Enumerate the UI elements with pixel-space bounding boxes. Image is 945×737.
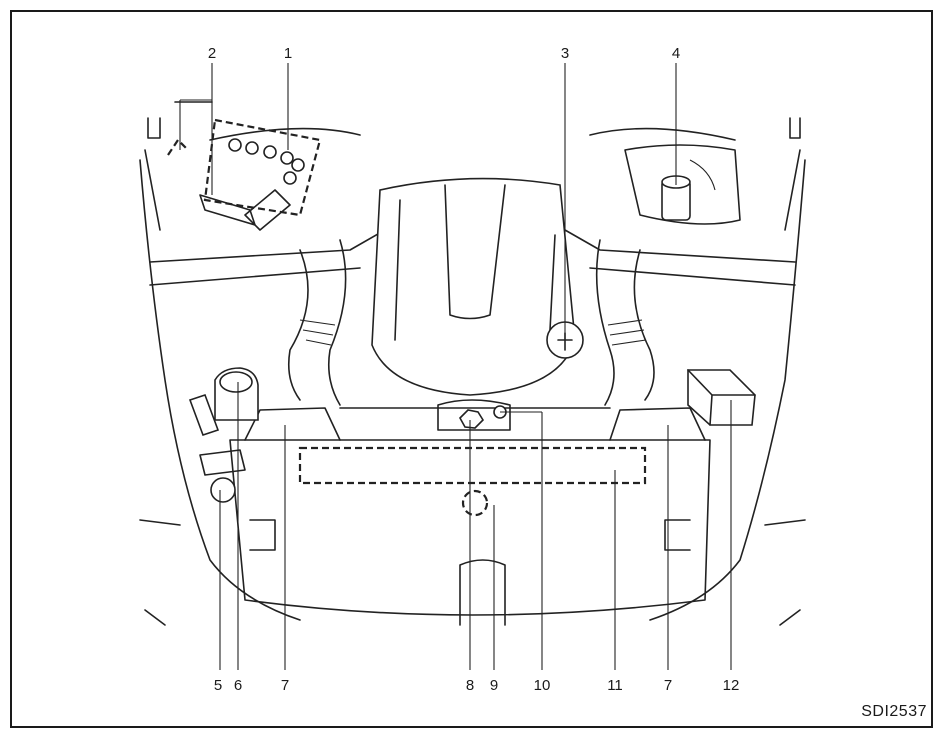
brake-fluid-reservoir <box>624 144 741 225</box>
radiator-support <box>229 407 711 626</box>
washer-and-coolant-reservoirs <box>188 367 259 503</box>
callout-9: 9 <box>490 677 498 694</box>
callout-11: 11 <box>607 677 623 694</box>
callout-2: 2 <box>208 45 216 62</box>
callout-1: 1 <box>284 45 292 62</box>
figure-code: SDI2537 <box>861 703 927 720</box>
callout-leaders <box>179 63 732 670</box>
callout-5: 5 <box>214 677 222 694</box>
callout-7-left: 7 <box>281 677 289 694</box>
callout-7-right: 7 <box>664 677 672 694</box>
radiator-cap-area <box>437 399 511 431</box>
callout-10: 10 <box>534 677 551 694</box>
fuse-relay-box <box>167 118 322 231</box>
battery <box>687 369 756 426</box>
air-intake-ducts <box>287 239 655 406</box>
engine-cover <box>371 177 576 396</box>
drain-location-marker <box>461 489 489 517</box>
callout-3: 3 <box>561 45 569 62</box>
callout-4: 4 <box>672 45 680 62</box>
callout-labels: 1 2 3 4 5 6 7 8 9 10 11 7 12 <box>208 45 740 694</box>
callout-6: 6 <box>234 677 242 694</box>
callout-12: 12 <box>723 677 740 694</box>
figure-frame <box>10 10 933 728</box>
callout-8: 8 <box>466 677 474 694</box>
engine-coolant-area-outline <box>298 446 647 485</box>
